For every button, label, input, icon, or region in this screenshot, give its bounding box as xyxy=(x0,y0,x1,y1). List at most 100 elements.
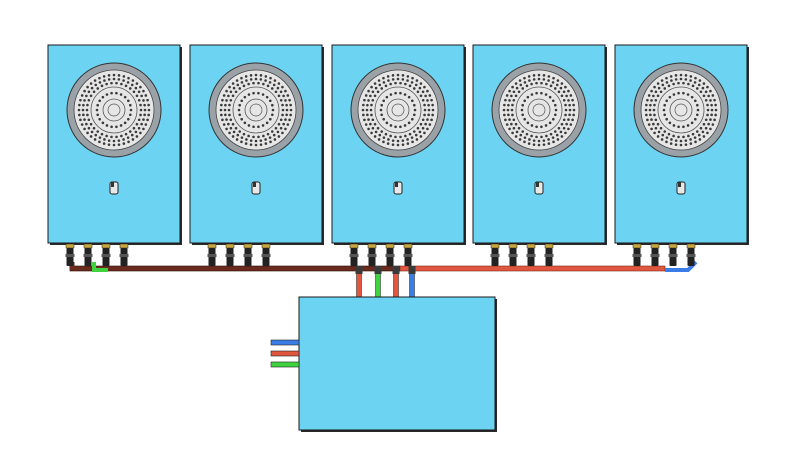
fan-dot xyxy=(542,78,546,81)
fan-dot xyxy=(144,123,148,126)
fan-dot xyxy=(279,90,283,94)
fan-dot xyxy=(244,75,248,78)
fan-dot xyxy=(122,138,125,141)
fan-dot xyxy=(426,99,429,102)
fan-dot xyxy=(376,126,380,130)
fan-dot xyxy=(661,83,665,87)
fan-dot xyxy=(96,113,99,117)
fan-dot xyxy=(537,139,541,143)
fan-dot xyxy=(102,75,106,78)
fan-dot xyxy=(672,134,675,138)
outdoor-unit-2 xyxy=(189,44,324,266)
fan-dot xyxy=(234,126,238,130)
fan-dot xyxy=(231,135,235,138)
fan-dot xyxy=(565,122,568,126)
fan-dot xyxy=(131,138,135,141)
fan-dot xyxy=(562,126,566,130)
fan-dot xyxy=(547,79,550,82)
fan-dot xyxy=(657,86,661,90)
fan-dot xyxy=(553,130,557,133)
fan-dot xyxy=(663,87,667,90)
fan-dot xyxy=(272,133,276,137)
fan-dot xyxy=(431,113,434,117)
fan-dot xyxy=(270,130,274,133)
fan-dot xyxy=(511,103,514,107)
fan-dot xyxy=(281,131,284,135)
fan-dot xyxy=(404,134,407,138)
fan-dot xyxy=(377,138,381,141)
fan-dot xyxy=(523,140,526,144)
fan-dot xyxy=(547,75,551,78)
fan-dot xyxy=(228,113,231,117)
fan-dot xyxy=(135,122,139,126)
fan-dot xyxy=(693,81,697,84)
fitting-nut xyxy=(367,243,377,249)
fan-dot xyxy=(89,94,93,98)
fan-dot xyxy=(701,86,705,90)
fan-dot xyxy=(714,103,717,107)
fan-dot xyxy=(373,82,377,85)
fitting-nut xyxy=(686,243,696,249)
fan-dot xyxy=(512,98,516,102)
fan-dot xyxy=(532,78,536,81)
fan-dot xyxy=(660,79,664,82)
fan-dot xyxy=(391,74,395,77)
fan-dot xyxy=(569,123,573,126)
fan-dot xyxy=(423,131,426,135)
fan-dot xyxy=(281,103,284,107)
fan-dot xyxy=(143,113,146,117)
fan-dot xyxy=(572,108,576,112)
fan-dot xyxy=(669,142,673,145)
fitting-collar xyxy=(508,254,518,257)
fitting-nut xyxy=(526,243,536,249)
fan-dot xyxy=(646,98,649,102)
fitting-collar xyxy=(632,254,642,257)
fitting-nut xyxy=(261,243,271,249)
fan-dot xyxy=(535,135,538,139)
fan-dot xyxy=(229,98,233,102)
fan-dot xyxy=(367,89,370,93)
fan-dot xyxy=(421,118,425,122)
fan-dot xyxy=(95,108,99,112)
fan-dot xyxy=(227,122,230,126)
fan-dot xyxy=(103,79,106,82)
fan-dot xyxy=(542,139,546,142)
fan-dot xyxy=(411,76,414,80)
fan-dot xyxy=(564,131,567,135)
fan-dot xyxy=(235,79,239,82)
fan-dot xyxy=(231,94,235,98)
fan-dot xyxy=(289,113,292,117)
fan-inner-ring xyxy=(657,86,705,134)
fitting-collar xyxy=(83,254,93,257)
fan-dot xyxy=(512,90,516,94)
fan-dot xyxy=(370,103,373,107)
fan-dot xyxy=(424,94,427,98)
fan-dot xyxy=(551,81,555,84)
fan-dot xyxy=(373,122,377,126)
fan-dot xyxy=(134,130,138,134)
fan-dot xyxy=(669,75,673,78)
fan-dot xyxy=(526,121,530,125)
fan-dot xyxy=(654,90,658,94)
fan-dot xyxy=(257,91,260,95)
fan-dot xyxy=(568,103,571,107)
fan-dot xyxy=(521,87,525,90)
fan-dot xyxy=(244,142,248,145)
fitting-collar xyxy=(650,254,660,257)
fan-dot xyxy=(555,133,559,137)
fan-dot xyxy=(220,103,223,107)
fan-dot xyxy=(243,121,247,125)
indicator-light-mark xyxy=(253,182,256,187)
fan-dot xyxy=(281,85,284,89)
fan-dot xyxy=(674,78,678,81)
fan-dot xyxy=(544,124,548,127)
fan-dot xyxy=(240,76,243,80)
fan-dot xyxy=(506,108,510,112)
fan-dot xyxy=(413,103,416,107)
fan-dot xyxy=(668,121,672,125)
fan-dot xyxy=(521,113,524,117)
fan-dot xyxy=(100,84,104,88)
pipe-fitting-icon xyxy=(65,243,75,266)
fan-dot xyxy=(87,90,91,94)
fan-dot xyxy=(288,118,291,122)
